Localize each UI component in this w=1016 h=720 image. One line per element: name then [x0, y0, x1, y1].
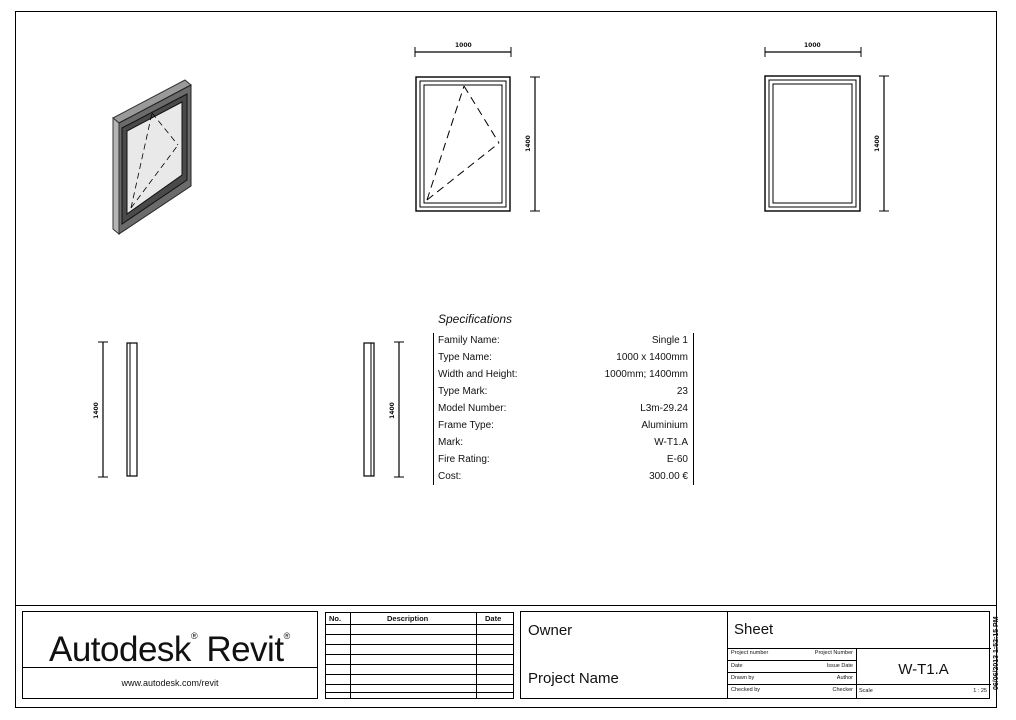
- back-width-dimension: 1000: [804, 42, 821, 49]
- revision-date-header: Date: [485, 614, 502, 623]
- revision-table: No. Description Date: [325, 612, 514, 699]
- owner-label: Owner: [528, 622, 573, 639]
- spec-row: Family Name: Single 1: [434, 333, 693, 350]
- revision-row-line: [326, 692, 513, 693]
- info-value: Author: [836, 675, 853, 681]
- drawing-views: [98, 47, 889, 478]
- info-value: Project Number: [814, 650, 853, 656]
- spec-key: Type Name:: [438, 352, 492, 363]
- autodesk-revit-logo: Autodesk® Revit®: [49, 630, 290, 670]
- spec-key: Width and Height:: [438, 369, 518, 380]
- info-row: Drawn by Author: [728, 672, 856, 685]
- scale-value: 1 : 25: [973, 688, 987, 694]
- left-section-height-dimension: 1400: [92, 402, 100, 419]
- spec-value: Single 1: [651, 335, 688, 346]
- sheet-info-box: Sheet Project number Project Number Date…: [727, 611, 992, 699]
- sheet-border: [15, 11, 997, 708]
- revision-row-line: [326, 634, 513, 635]
- info-row: Checked by Checker: [728, 684, 856, 697]
- spec-row: Fire Rating: E-60: [434, 452, 693, 469]
- spec-value: L3m-29.24: [640, 403, 688, 414]
- spec-value: 1000 x 1400mm: [616, 352, 688, 363]
- front-width-dimension: 1000: [455, 42, 472, 49]
- project-name: Project Name: [528, 670, 619, 687]
- logo-divider: [23, 667, 317, 668]
- project-info-box: Owner Project Name Sheet Project number …: [520, 611, 992, 699]
- info-label: Project number: [731, 650, 769, 656]
- window-right-section: [363, 341, 404, 478]
- spec-key: Frame Type:: [438, 420, 494, 431]
- spec-row: Frame Type: Aluminium: [434, 418, 693, 435]
- scale-label: Scale: [859, 688, 873, 694]
- title-block-top-line: [15, 605, 997, 606]
- spec-row: Type Mark: 23: [434, 384, 693, 401]
- scale-row: Scale 1 : 25: [856, 684, 991, 698]
- sheet-number: W-T1.A: [898, 661, 949, 678]
- revision-row-line: [326, 624, 513, 625]
- revision-row-line: [326, 664, 513, 665]
- spec-key: Cost:: [438, 471, 462, 482]
- revision-description-header: Description: [387, 614, 429, 623]
- sheet-divider: [728, 648, 991, 649]
- info-label: Date: [731, 663, 743, 669]
- specifications-title: Specifications: [438, 312, 513, 326]
- spec-key: Model Number:: [438, 403, 507, 414]
- spec-row: Type Name: 1000 x 1400mm: [434, 350, 693, 367]
- registered-mark: ®: [190, 631, 198, 641]
- window-3d-view: [112, 79, 192, 236]
- logo-box: Autodesk® Revit® www.autodesk.com/revit: [22, 611, 318, 699]
- spec-row: Width and Height: 1000mm; 1400mm: [434, 367, 693, 384]
- spec-key: Fire Rating:: [438, 454, 490, 465]
- spec-value: 23: [676, 386, 688, 397]
- sheet-title: Sheet: [734, 621, 774, 638]
- window-front-view: [414, 47, 540, 212]
- specifications-table: Family Name: Single 1 Type Name: 1000 x …: [433, 333, 694, 485]
- spec-key: Mark:: [438, 437, 463, 448]
- spec-value: 1000mm; 1400mm: [604, 369, 688, 380]
- spec-key: Type Mark:: [438, 386, 488, 397]
- spec-value: W-T1.A: [654, 437, 688, 448]
- window-left-section: [98, 341, 138, 478]
- revision-row-line: [326, 684, 513, 685]
- spec-key: Family Name:: [438, 335, 500, 346]
- revision-row-line: [326, 654, 513, 655]
- spec-row: Mark: W-T1.A: [434, 435, 693, 452]
- revision-row-line: [326, 674, 513, 675]
- info-label: Checked by: [731, 687, 761, 693]
- revision-column-divider: [350, 613, 351, 698]
- window-back-view: [764, 47, 889, 212]
- logo-word-revit: Revit: [206, 630, 284, 669]
- spec-value: E-60: [666, 454, 688, 465]
- autodesk-url: www.autodesk.com/revit: [121, 678, 219, 688]
- revision-row-line: [326, 644, 513, 645]
- spec-value: Aluminium: [641, 420, 688, 431]
- back-height-dimension: 1400: [873, 135, 881, 152]
- spec-row: Model Number: L3m-29.24: [434, 401, 693, 418]
- info-row: Date Issue Date: [728, 660, 856, 673]
- right-section-height-dimension: 1400: [388, 402, 396, 419]
- info-value: Checker: [832, 687, 853, 693]
- spec-row: Cost: 300.00 €: [434, 469, 693, 486]
- sheet-info-grid: Project number Project Number Date Issue…: [728, 648, 857, 698]
- spec-value: 300.00 €: [649, 471, 688, 482]
- logo-word-autodesk: Autodesk: [49, 630, 191, 669]
- front-height-dimension: 1400: [524, 135, 532, 152]
- info-value: Issue Date: [826, 663, 853, 669]
- registered-mark: ®: [283, 631, 291, 641]
- revision-column-divider: [476, 613, 477, 698]
- print-date: 06/06/2013 1:52:15 PM: [993, 616, 1000, 690]
- revision-no-header: No.: [329, 614, 342, 623]
- info-label: Drawn by: [731, 675, 755, 681]
- info-row: Project number Project Number: [728, 648, 856, 660]
